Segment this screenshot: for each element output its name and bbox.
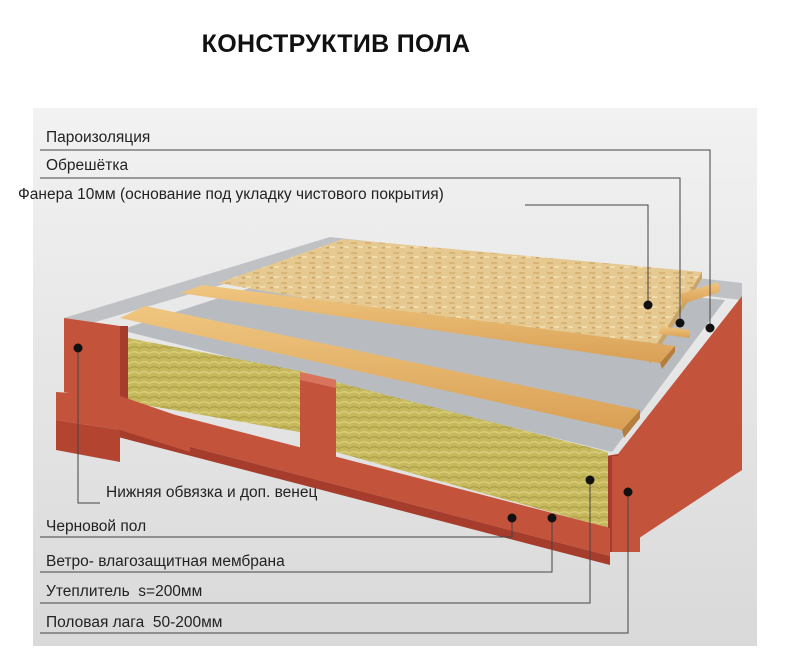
front-frame-beam-shadow — [118, 428, 610, 565]
label-insulation-value: s=200мм — [138, 583, 203, 600]
label-insulation: Утеплитель s=200мм — [46, 583, 202, 601]
label-battens: Обрешётка — [46, 157, 129, 174]
leader-lines — [40, 149, 711, 634]
label-vapor-barrier: Пароизоляция — [46, 129, 151, 146]
front-frame-beam — [118, 400, 610, 556]
label-joist-name: Половая лага — [46, 614, 145, 631]
middle-joist-top — [300, 372, 336, 388]
lower-frame-beam-end — [56, 420, 120, 462]
label-subfloor: Черновой пол — [46, 518, 147, 535]
left-frame-post-edge — [120, 326, 128, 406]
batten-front-end — [622, 410, 640, 438]
insulation-block-left — [128, 338, 305, 433]
batten-middle — [180, 285, 675, 363]
label-joist: Половая лага 50-200мм — [46, 614, 222, 632]
label-joist-value: 50-200мм — [152, 614, 223, 631]
label-plywood: Фанера 10мм (основание под укладку чисто… — [18, 186, 444, 204]
batten-middle-end — [660, 346, 675, 369]
batten-stub-1 — [660, 326, 690, 338]
label-plywood-note: (основание под укладку чистового покрыти… — [120, 186, 444, 203]
label-insulation-name: Утеплитель — [46, 583, 130, 600]
right-frame-beam — [618, 296, 742, 552]
label-bottom-frame: Нижняя обвязка и доп. венец — [106, 484, 318, 501]
plywood-sheet — [218, 239, 702, 358]
label-membrane: Ветро- влагозащитная мембрана — [46, 553, 285, 570]
diagram-title: КОНСТРУКТИВ ПОЛА — [201, 30, 471, 58]
lower-frame-beam — [56, 392, 190, 452]
label-plywood-name: Фанера 10мм — [18, 186, 116, 203]
left-frame-post — [64, 318, 120, 402]
batten-front — [120, 306, 640, 430]
middle-joist — [300, 372, 336, 462]
pointer-dots — [73, 300, 715, 523]
right-corner-post — [612, 456, 640, 552]
insulation-block-right — [336, 382, 608, 528]
